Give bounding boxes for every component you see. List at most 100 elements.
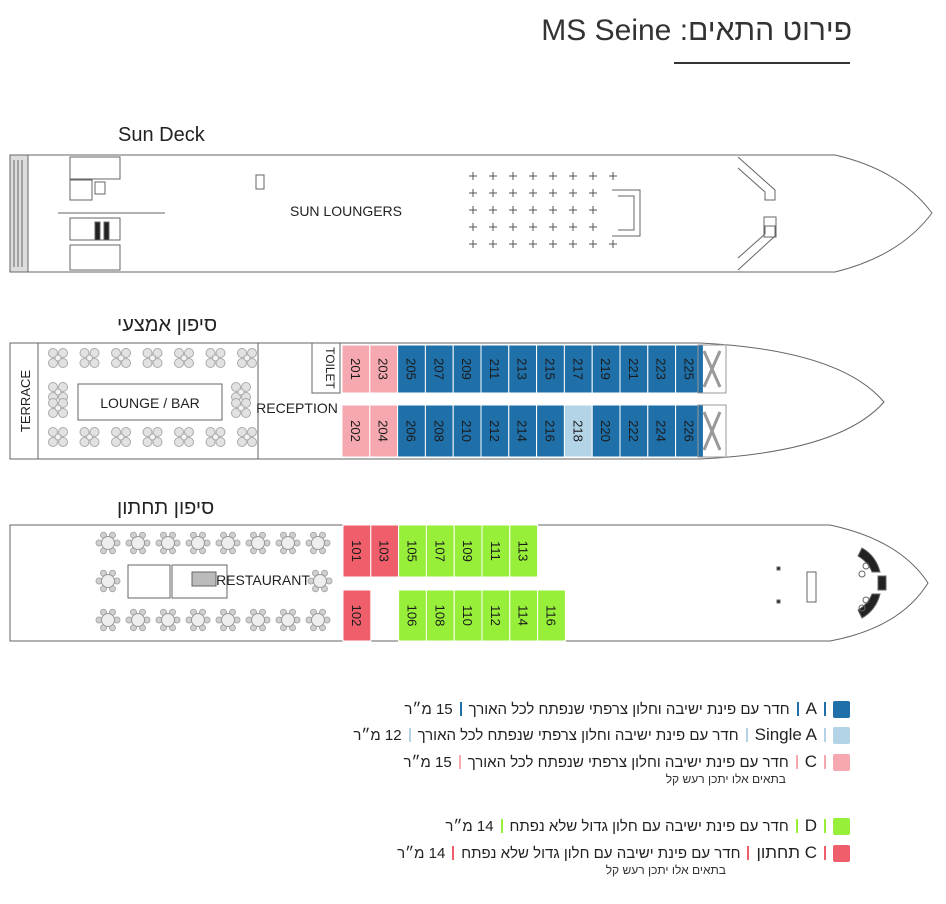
restaurant-tables: [95, 531, 333, 632]
cabin-number: 116: [544, 605, 559, 626]
title-underline: [674, 62, 850, 64]
cabin[interactable]: 207: [424, 344, 454, 394]
cabin-box: [341, 404, 371, 458]
cabin-number: 217: [570, 358, 585, 380]
cabin-number: 102: [349, 605, 364, 627]
cabin[interactable]: 209: [452, 344, 482, 394]
cabin[interactable]: 205: [397, 344, 426, 394]
middle-deck-label: סיפון אמצעי: [117, 314, 218, 336]
legend-area: 15 מ״ר: [404, 700, 453, 718]
cabin[interactable]: 102: [342, 589, 372, 642]
cabin[interactable]: 222: [619, 404, 649, 458]
cabin[interactable]: 201: [341, 344, 371, 394]
cabin-box: [591, 404, 621, 458]
restaurant-table: [305, 608, 331, 632]
lower-deck-label: סיפון תחתון: [117, 497, 215, 519]
cabin[interactable]: 210: [452, 404, 482, 458]
cabin[interactable]: 223: [647, 344, 677, 394]
cabin[interactable]: 221: [619, 344, 649, 394]
cabin[interactable]: 116: [537, 589, 566, 642]
cabin[interactable]: 216: [536, 404, 565, 458]
lounge-seat-cluster: [48, 348, 68, 368]
legend-description: חדר עם פינת ישיבה עם חלון גדול שלא נפתח: [461, 844, 741, 862]
cabin-number: 222: [626, 420, 641, 442]
cabin-number: 207: [431, 358, 446, 380]
middle-deck-hull: [9, 342, 885, 460]
cabin[interactable]: 101: [342, 524, 372, 578]
cabin[interactable]: 224: [647, 404, 677, 458]
cabin-number: 215: [543, 358, 558, 380]
cabin[interactable]: 107: [425, 524, 455, 578]
sun-deck-structure: [69, 156, 121, 180]
legend-row-a: A חדר עם פינת ישיבה וחלון צרפתי שנפתח לכ…: [404, 698, 850, 720]
sun-deck-stern: [9, 154, 29, 273]
cabin-box: [397, 404, 426, 458]
legend-divider: [452, 846, 455, 860]
page-title: פירוט התאים: MS Seine: [541, 14, 852, 47]
restaurant-counter: [127, 564, 171, 599]
cabin[interactable]: 208: [424, 404, 454, 458]
cabin-box: [342, 589, 372, 642]
cabin-box: [480, 344, 510, 394]
cabin[interactable]: 211: [480, 344, 510, 394]
legend-divider: [824, 728, 826, 742]
legend-divider: [824, 702, 826, 716]
cabin-box: [675, 404, 704, 458]
cabin-box: [424, 404, 454, 458]
cabin[interactable]: 112: [481, 589, 511, 642]
legend-divider: [795, 755, 798, 769]
restaurant-table: [275, 608, 301, 632]
cabin[interactable]: 218: [563, 404, 593, 458]
cabin[interactable]: 105: [398, 524, 427, 578]
restaurant-table: [95, 608, 121, 632]
lounge-seat-cluster: [174, 348, 194, 368]
cabin[interactable]: 202: [341, 404, 371, 458]
sun-deck-label: Sun Deck: [118, 124, 205, 146]
lounge-seat-cluster: [48, 427, 68, 447]
legend-divider: [408, 728, 411, 742]
cabin[interactable]: 111: [481, 524, 511, 578]
cabin[interactable]: 203: [369, 344, 399, 394]
cabin-box: [563, 404, 593, 458]
cabin-number: 205: [404, 358, 419, 380]
restaurant-table: [275, 531, 301, 555]
cabin-number: 112: [488, 605, 503, 626]
cabin-box: [508, 404, 538, 458]
cabin-box: [619, 404, 649, 458]
cabin[interactable]: 103: [370, 524, 400, 578]
cabin[interactable]: 109: [453, 524, 483, 578]
cabin[interactable]: 215: [536, 344, 565, 394]
legend-divider: [458, 755, 461, 769]
restaurant-table: [185, 608, 211, 632]
cabin[interactable]: 214: [508, 404, 538, 458]
legend-swatch-c: [833, 753, 850, 771]
cabin[interactable]: 213: [508, 344, 538, 394]
cabin[interactable]: 226: [675, 404, 704, 458]
restaurant-table: [125, 608, 151, 632]
cabin-number: 209: [459, 358, 474, 380]
cabin[interactable]: 212: [480, 404, 510, 458]
legend-description: חדר עם פינת ישיבה עם חלון גדול שלא נפתח: [509, 817, 789, 835]
legend-category: C תחתון: [756, 843, 817, 862]
cabin[interactable]: 113: [509, 524, 539, 578]
cabin[interactable]: 204: [369, 404, 399, 458]
cabin-box: [453, 524, 483, 578]
cabin[interactable]: 220: [591, 404, 621, 458]
restaurant-table: [215, 608, 241, 632]
cabin[interactable]: 206: [397, 404, 426, 458]
cabin-number: 201: [348, 358, 363, 380]
cabin-box: [508, 344, 538, 394]
cabin[interactable]: 225: [675, 344, 704, 394]
cabin[interactable]: 217: [563, 344, 593, 394]
cabin[interactable]: 106: [398, 589, 427, 642]
cabin[interactable]: 110: [453, 589, 483, 642]
legend-divider: [824, 755, 826, 769]
legend-row-d: D חדר עם פינת ישיבה עם חלון גדול שלא נפת…: [445, 815, 850, 837]
cabin[interactable]: 108: [425, 589, 455, 642]
lounge-seat-cluster: [111, 348, 131, 368]
lounge-tables: [48, 348, 257, 447]
cabin[interactable]: 114: [509, 589, 539, 642]
cabin[interactable]: 219: [591, 344, 621, 394]
legend-row-c-lower: C תחתון חדר עם פינת ישיבה עם חלון גדול ש…: [397, 842, 850, 864]
